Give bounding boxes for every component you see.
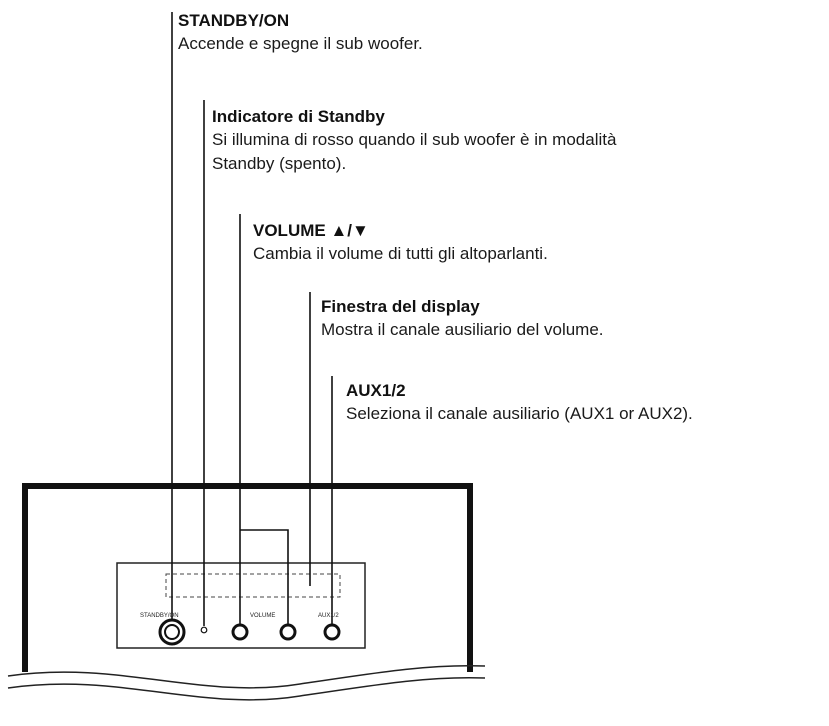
callout-description: Cambia il volume di tutti gli altoparlan… — [253, 244, 548, 263]
panel-label-aux: AUX1/2 — [318, 613, 339, 619]
panel-label-volume: VOLUME — [250, 613, 275, 619]
standby-on-button[interactable] — [158, 618, 186, 646]
panel-controls — [158, 618, 341, 646]
aux-button[interactable] — [323, 623, 341, 641]
callout-title: Finestra del display — [321, 297, 480, 316]
leader-lines — [171, 12, 333, 628]
control-panel — [116, 562, 366, 649]
volume-down-button[interactable] — [231, 623, 249, 641]
panel-label-standby: STANDBY/ON — [140, 613, 179, 619]
callout-volume: VOLUME ▲/▼ Cambia il volume di tutti gli… — [253, 220, 548, 266]
device-body — [7, 483, 486, 701]
panel-labels: STANDBY/ON VOLUME AUX1/2 — [140, 613, 339, 619]
display-window — [165, 573, 341, 598]
callout-standby-on: STANDBY/ON Accende e spegne il sub woofe… — [178, 10, 423, 56]
callout-description: Mostra il canale ausiliario del volume. — [321, 320, 604, 339]
callout-title: VOLUME ▲/▼ — [253, 221, 369, 240]
callout-description: Seleziona il canale ausiliario (AUX1 or … — [346, 404, 693, 423]
leader-volume-right — [240, 529, 289, 628]
callout-description-continued: Standby (spento). — [212, 154, 347, 173]
callout-display-window: Finestra del display Mostra il canale au… — [321, 296, 604, 342]
callout-description: Si illumina di rosso quando il sub woofe… — [212, 130, 617, 149]
standby-indicator-led — [200, 626, 208, 634]
callout-title: STANDBY/ON — [178, 11, 290, 30]
callout-title: Indicatore di Standby — [212, 107, 385, 126]
callout-description: Accende e spegne il sub woofer. — [178, 34, 423, 53]
callout-standby-indicator: Indicatore di Standby Si illumina di ros… — [212, 106, 616, 176]
volume-up-button[interactable] — [279, 623, 297, 641]
callout-aux: AUX1/2 Seleziona il canale ausiliario (A… — [346, 380, 693, 426]
callout-title: AUX1/2 — [346, 381, 406, 400]
